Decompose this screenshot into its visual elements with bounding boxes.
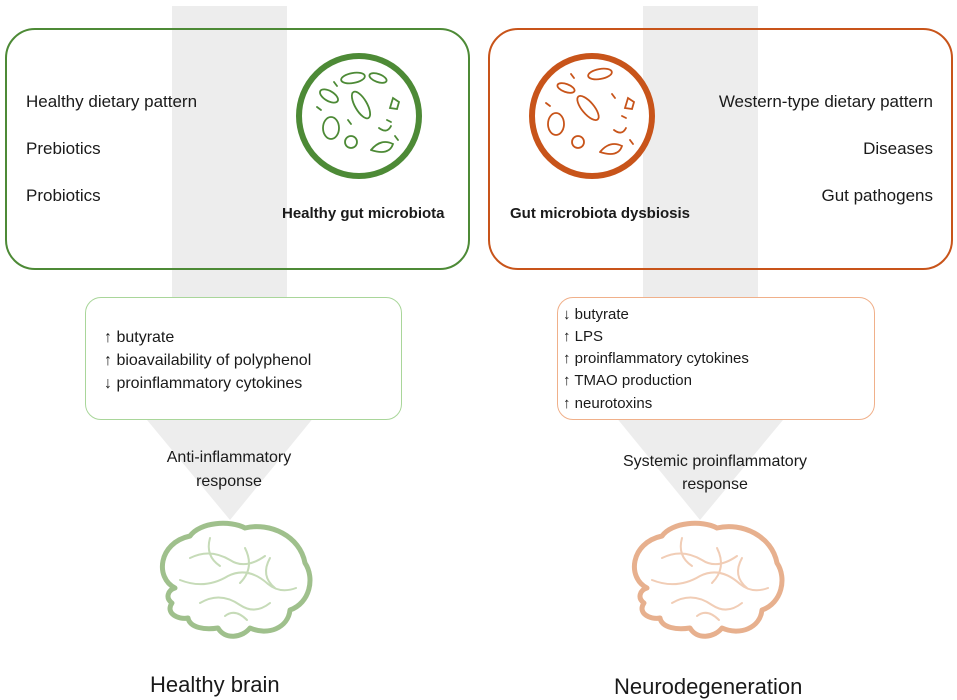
outcome-healthy-brain: Healthy brain <box>150 672 280 697</box>
healthy-brain-icon <box>159 520 313 639</box>
healthy-effects-box <box>85 297 402 420</box>
response-left-line1: Anti-inflammatory <box>166 449 292 466</box>
neurodegeneration-brain-icon <box>631 520 785 639</box>
effect-tmao-up: ↑ TMAO production <box>563 372 692 389</box>
factor-diseases: Diseases <box>863 139 933 158</box>
healthy-factors-box <box>5 28 470 270</box>
healthy-microbiota-label: Healthy gut microbiota <box>282 205 445 222</box>
effect-polyphenol-up: ↑ bioavailability of polyphenol <box>104 352 312 369</box>
effect-lps-up: ↑ LPS <box>563 328 604 345</box>
factor-western-diet: Western-type dietary pattern <box>718 92 933 111</box>
effect-cytokines-up: ↑ proinflammatory cytokines <box>563 350 749 367</box>
factor-gut-pathogens: Gut pathogens <box>821 186 933 205</box>
dysbiosis-factors-box <box>488 28 953 270</box>
dysbiosis-bacteria-icon <box>529 53 655 179</box>
response-right-line2: response <box>682 476 748 493</box>
outcome-neurodegeneration: Neurodegeneration <box>614 674 803 699</box>
effect-butyrate-up: ↑ butyrate <box>104 329 175 346</box>
response-left-line2: response <box>196 473 262 490</box>
dysbiosis-effects-box <box>557 297 875 420</box>
effect-butyrate-down: ↓ butyrate <box>563 306 629 323</box>
factor-healthy-diet: Healthy dietary pattern <box>26 92 198 111</box>
dysbiosis-microbiota-label: Gut microbiota dysbiosis <box>510 205 691 222</box>
effect-cytokines-down: ↓ proinflammatory cytokines <box>104 375 303 392</box>
response-right-line1: Systemic proinflammatory <box>622 453 808 470</box>
factor-prebiotics: Prebiotics <box>26 139 101 158</box>
factor-probiotics: Probiotics <box>26 186 101 205</box>
effect-neurotoxins-up: ↑ neurotoxins <box>563 395 653 412</box>
healthy-bacteria-icon <box>296 53 422 179</box>
